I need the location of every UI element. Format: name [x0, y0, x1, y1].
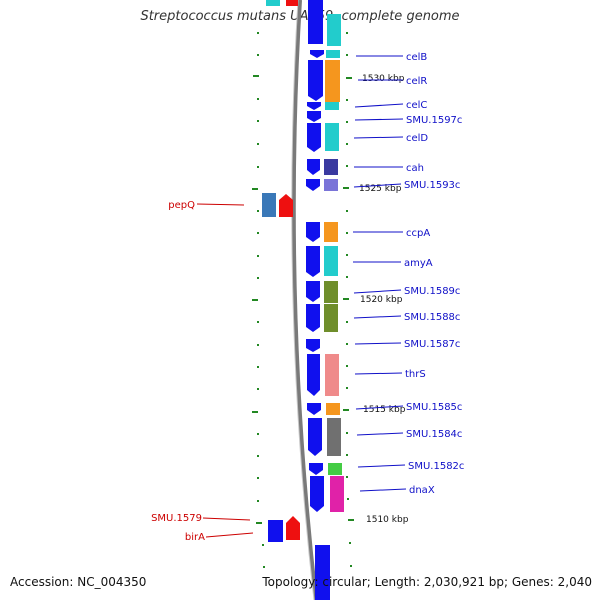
gene-block — [306, 304, 320, 332]
category-block — [324, 179, 338, 191]
scale-label: 1510 kbp — [366, 515, 409, 525]
gene-block — [307, 159, 320, 175]
gene-block — [306, 339, 320, 352]
gene-label: SMU.1588c — [404, 312, 460, 323]
gene-label: celC — [406, 100, 427, 111]
gene-block — [307, 403, 321, 415]
scale-labels: 1530 kbp 1525 kbp 1520 kbp 1515 kbp 1510… — [359, 74, 409, 525]
gene-label: amyA — [404, 258, 433, 269]
gene-block — [310, 50, 324, 58]
gene-block — [306, 222, 320, 242]
top-cds-blue — [308, 0, 323, 44]
category-block — [328, 463, 342, 475]
top-cds-red — [286, 0, 298, 6]
category-block — [324, 304, 338, 332]
gene-block — [262, 193, 276, 217]
right-leader-lines — [353, 55, 407, 492]
category-block — [324, 159, 338, 175]
topology-text: Topology: circular; Length: 2,030,921 bp… — [262, 575, 592, 589]
gene-block — [308, 418, 322, 456]
gene-label: pepQ — [168, 200, 195, 211]
gene-block — [307, 123, 321, 152]
category-block — [325, 102, 339, 110]
gene-label: birA — [185, 532, 205, 543]
gene-block — [309, 463, 323, 475]
category-block — [324, 222, 338, 242]
gene-label: celB — [406, 52, 427, 63]
gene-block — [268, 520, 283, 542]
category-block — [324, 281, 338, 303]
category-block — [325, 123, 339, 151]
right-tick-marks — [343, 32, 354, 567]
scale-label: 1525 kbp — [359, 184, 402, 194]
gene-label: ccpA — [406, 228, 430, 239]
left-leader-lines — [196, 203, 254, 538]
gene-block — [307, 102, 321, 110]
gene-label: cah — [406, 163, 424, 174]
gene-block — [306, 246, 320, 277]
left-tick-marks — [252, 32, 265, 568]
accession-text: Accession: NC_004350 — [10, 575, 147, 589]
gene-label: SMU.1589c — [404, 286, 460, 297]
gene-block — [307, 111, 321, 122]
scale-label: 1515 kbp — [363, 405, 406, 415]
category-block — [325, 60, 340, 102]
gene-label: celD — [406, 133, 428, 144]
top-cds-cyan-2 — [327, 14, 341, 46]
forward-strand-genes — [306, 50, 330, 600]
gene-block — [286, 516, 300, 540]
category-block — [326, 50, 340, 58]
gene-block — [315, 545, 330, 600]
scale-label: 1520 kbp — [360, 295, 403, 305]
genome-backbone-highlight — [291, 0, 315, 600]
gene-label: SMU.1597c — [406, 115, 462, 126]
top-cds-cyan — [266, 0, 280, 6]
gene-label: dnaX — [409, 485, 435, 496]
reverse-strand-genes — [262, 193, 300, 542]
gene-label: celR — [406, 76, 427, 87]
gene-block — [307, 354, 320, 396]
category-block — [325, 354, 339, 396]
gene-block — [279, 194, 293, 217]
category-block — [327, 418, 341, 456]
gene-label: SMU.1584c — [406, 429, 462, 440]
gene-block — [306, 281, 320, 302]
gene-label: SMU.1579 — [151, 513, 202, 524]
gene-block — [310, 476, 324, 512]
gene-label: SMU.1593c — [404, 180, 460, 191]
gene-label: SMU.1585c — [406, 402, 462, 413]
category-block — [330, 476, 344, 512]
right-gene-labels: celB celR celC SMU.1597c celD cah SMU.15… — [404, 52, 464, 496]
genome-backbone — [291, 0, 318, 600]
category-block — [326, 403, 340, 415]
category-blocks — [324, 50, 344, 512]
gene-block — [306, 179, 320, 191]
gene-label: SMU.1587c — [404, 339, 460, 350]
category-block — [324, 246, 338, 276]
gene-label: SMU.1582c — [408, 461, 464, 472]
gene-block — [308, 60, 323, 101]
gene-label: thrS — [405, 369, 426, 380]
left-gene-labels: pepQ SMU.1579 birA — [151, 200, 205, 543]
scale-label: 1530 kbp — [362, 74, 405, 84]
